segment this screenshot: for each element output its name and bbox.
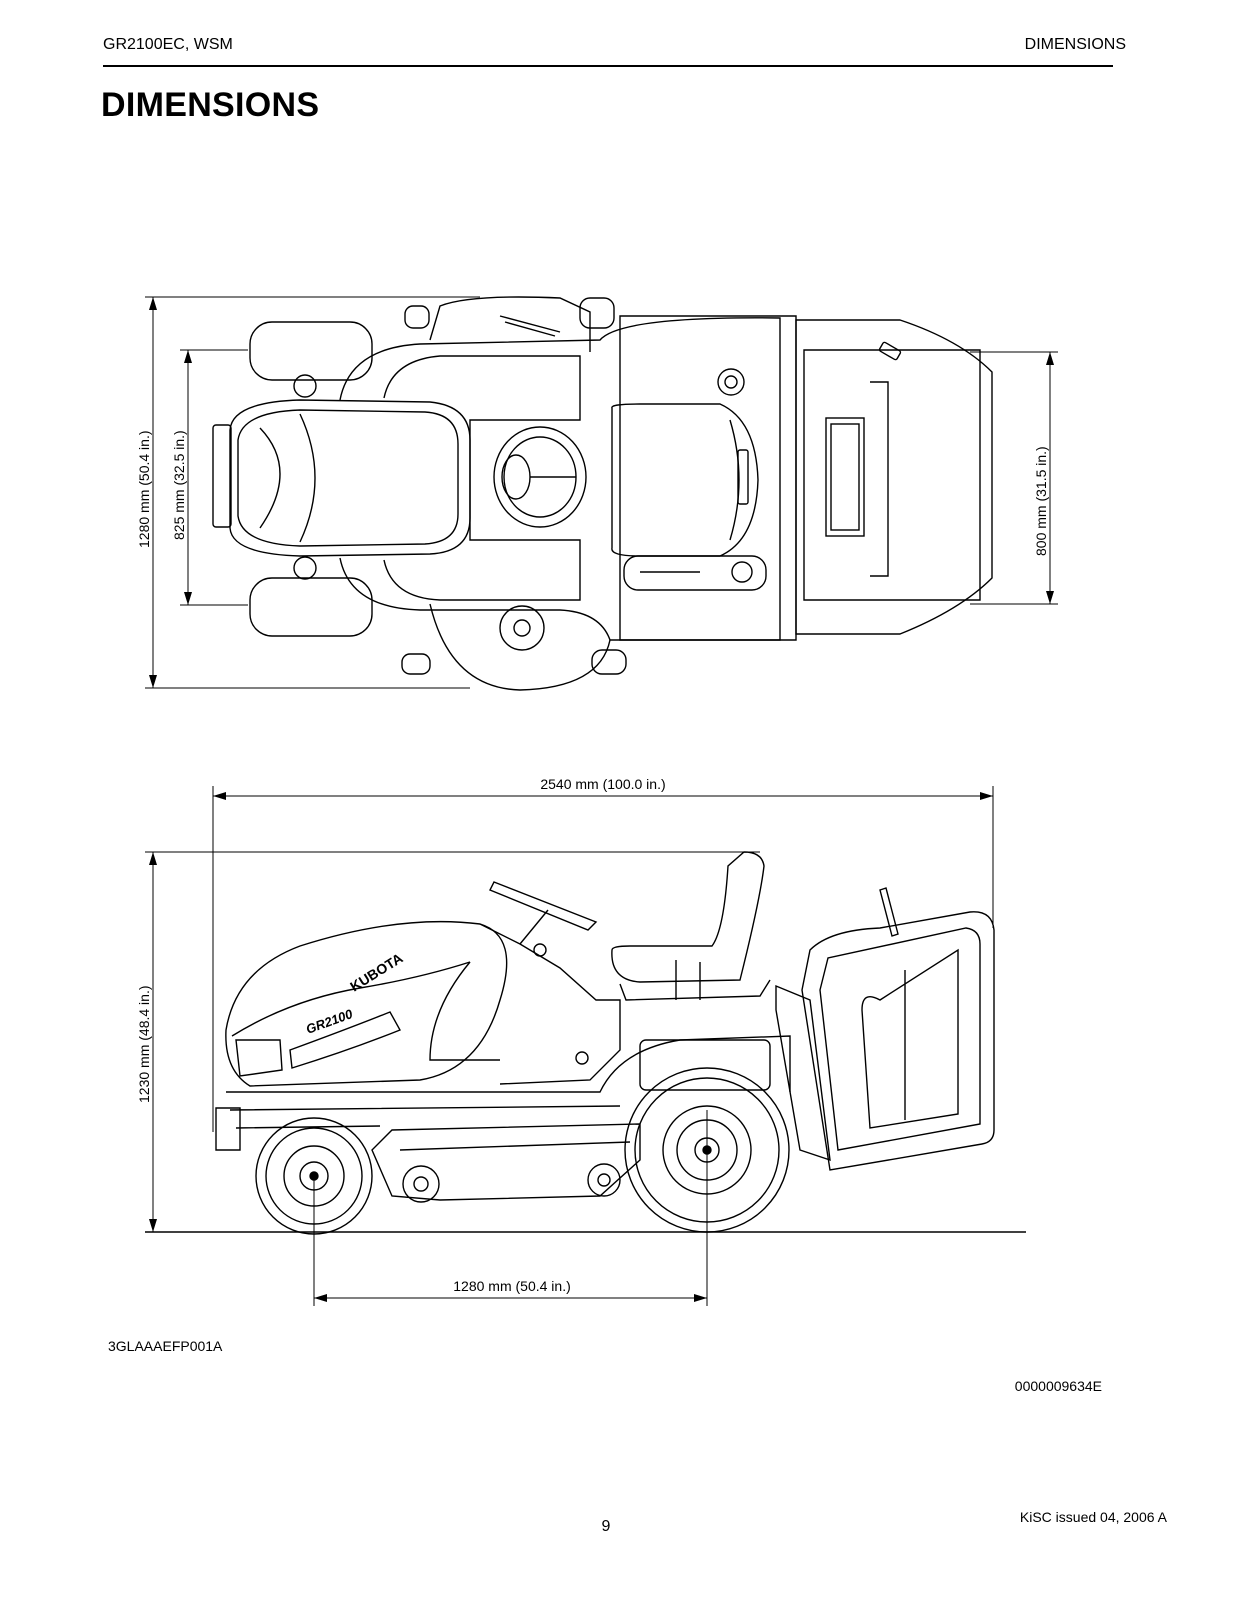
front-tread-dimension: 825 mm (32.5 in.) bbox=[171, 349, 248, 606]
front-bumper bbox=[212, 424, 232, 528]
seat bbox=[611, 403, 759, 557]
catcher-frame bbox=[619, 315, 797, 641]
lever-console bbox=[623, 555, 767, 591]
grass-catcher bbox=[795, 319, 993, 635]
front-tread-label: 825 mm (32.5 in.) bbox=[171, 430, 187, 540]
top-view: 1280 mm (50.4 in.) 825 mm (32.5 in.) 800… bbox=[136, 296, 1058, 691]
catcher-window bbox=[825, 417, 865, 537]
header-right: DIMENSIONS bbox=[1024, 36, 1126, 53]
seat-side bbox=[611, 851, 765, 983]
overall-length-label: 2540 mm (100.0 in.) bbox=[540, 776, 665, 792]
overall-width-dimension: 1280 mm (50.4 in.) bbox=[136, 296, 480, 689]
wheelbase-dimension: 1280 mm (50.4 in.) bbox=[313, 1110, 708, 1306]
mower-deck bbox=[371, 1123, 641, 1201]
page-number: 9 bbox=[601, 1518, 611, 1535]
body-outline bbox=[339, 317, 781, 641]
model-badge: GR2100 bbox=[304, 1006, 355, 1037]
header-left: GR2100EC, WSM bbox=[103, 36, 233, 53]
rear-wheel bbox=[624, 1067, 790, 1233]
page-title: DIMENSIONS bbox=[101, 86, 320, 124]
side-view: 2540 mm (100.0 in.) 1230 mm (48.4 in.) 1… bbox=[136, 776, 1026, 1306]
hood bbox=[225, 920, 508, 1087]
overall-height-dimension: 1230 mm (48.4 in.) bbox=[136, 851, 760, 1232]
overall-length-dimension: 2540 mm (100.0 in.) bbox=[212, 776, 994, 1132]
catcher-handle bbox=[879, 887, 899, 937]
header-rule bbox=[103, 65, 1113, 67]
mower-deck-bottom bbox=[429, 603, 611, 691]
front-left-wheel bbox=[249, 321, 373, 381]
catcher-width-label: 800 mm (31.5 in.) bbox=[1033, 446, 1049, 556]
dash-panel bbox=[479, 923, 621, 1085]
overall-width-label: 1280 mm (50.4 in.) bbox=[136, 431, 152, 549]
steering-wheel bbox=[493, 426, 587, 528]
steering-wheel-side bbox=[489, 881, 598, 931]
figure-code: 3GLAAAEFP001A bbox=[108, 1338, 223, 1354]
grass-catcher-side bbox=[801, 911, 995, 1171]
engine bbox=[639, 1039, 771, 1091]
hood-outline bbox=[229, 399, 471, 557]
gauge-wheel-rear bbox=[587, 1163, 621, 1197]
catcher-mount bbox=[775, 984, 831, 1162]
mower-deck-top bbox=[429, 296, 591, 352]
wheelbase-label: 1280 mm (50.4 in.) bbox=[453, 1278, 571, 1294]
overall-height-label: 1230 mm (48.4 in.) bbox=[136, 986, 152, 1104]
hood-logo: KUBOTA bbox=[347, 950, 405, 995]
document-code: 0000009634E bbox=[1014, 1378, 1102, 1394]
front-wheel bbox=[255, 1117, 373, 1235]
issue-line: KiSC issued 04, 2006 A bbox=[1019, 1509, 1167, 1525]
fuel-cap bbox=[717, 368, 745, 396]
catcher-width-dimension: 800 mm (31.5 in.) bbox=[970, 351, 1058, 605]
steering-column bbox=[519, 909, 549, 945]
gauge-wheel-front bbox=[402, 1165, 440, 1203]
